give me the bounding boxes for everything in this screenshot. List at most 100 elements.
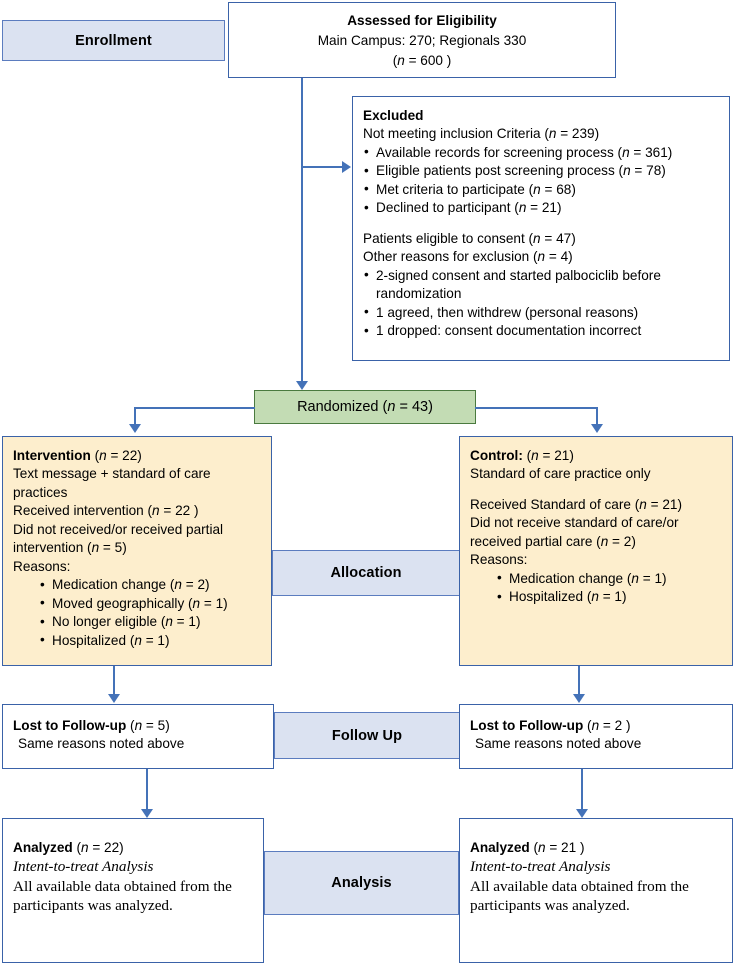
intervention-line3-b: = 5) [99,540,127,556]
bullet-text-n: n [518,200,527,216]
list-item: 2-signed consent and started palbociclib… [363,266,720,304]
reason-n: n [631,570,639,586]
intervention-line3: Did not received/or received partial int… [13,521,262,558]
excluded-box: Excluded Not meeting inclusion Criteria … [352,96,730,361]
list-item: Met criteria to participate (n = 68) [363,180,720,199]
intervention-line2-b: = 22 ) [159,503,199,519]
arrow-control-to-followup [573,694,585,703]
analysis-right-title-n: n [538,840,546,855]
intervention-heading-text: Intervention [13,448,91,463]
assessed-for-eligibility-box: Assessed for Eligibility Main Campus: 27… [228,2,616,78]
stage-label-analysis: Analysis [264,851,459,915]
list-item: 1 dropped: consent documentation incorre… [363,322,720,341]
analysis-right-title-a: ( [529,840,538,855]
excluded-line2-n: n [533,230,541,246]
assessed-n: (n = 600 ) [229,51,615,71]
reason-n: n [192,595,201,611]
assessed-n-prefix: ( [392,52,398,68]
list-item: Eligible patients post screening process… [363,162,720,181]
analysis-right-title-text: Analyzed [470,840,530,855]
connector-assessed-down [301,78,303,383]
excluded-line1-b: = 239) [556,126,600,142]
excluded-other-reasons-list: 2-signed consent and started palbociclib… [363,266,720,341]
connector-randomized-right [475,407,597,409]
followup-right-note: Same reasons noted above [475,736,642,752]
intervention-line2: Received intervention (n = 22 ) [13,502,262,520]
analysis-left-title: Analyzed (n = 22) [13,839,254,857]
list-item: No longer eligible (n = 1) [39,613,262,632]
stage-label-enrollment: Enrollment [2,20,225,61]
excluded-bullet-list: Available records for screening process … [363,143,720,218]
control-heading-n: n [531,448,539,463]
followup-left-note: Same reasons noted above [18,736,185,752]
followup-left-content: Lost to Follow-up (n = 5) Same reasons n… [3,705,273,760]
connector-intervention-to-followup [113,666,115,696]
intervention-line3-n: n [91,540,100,556]
followup-left-box: Lost to Follow-up (n = 5) Same reasons n… [2,704,274,769]
analysis-right-body: All available data obtained from the par… [470,877,689,915]
reason-a: Hospitalized ( [52,632,135,648]
randomized-label: Randomized (n = 43) [297,399,433,415]
control-heading-a: ( [522,448,532,463]
intervention-line1: Text message + standard of care practice… [13,466,211,500]
intervention-line3-a: Did not received/or received partial int… [13,521,224,556]
analysis-left-box: Analyzed (n = 22) Intent-to-treat Analys… [2,818,264,963]
followup-right-title-b: = 2 ) [599,718,631,733]
followup-left-title-n: n [134,718,143,733]
reason-n: n [165,614,173,630]
reason-b: = 1) [598,589,627,605]
randomized-box: Randomized (n = 43) [254,390,476,424]
analysis-left-title-n: n [81,840,89,855]
control-line3-a: Did not receive standard of care/or rece… [470,515,679,549]
reason-n: n [591,589,599,605]
bullet-text-a: Eligible patients post screening process… [376,163,624,179]
randomized-label-a: Randomized ( [297,399,388,415]
list-item: Available records for screening process … [363,143,720,162]
control-line2-n: n [639,496,647,512]
connector-control-to-followup [578,666,580,696]
excluded-line2-b: = 47) [540,230,576,246]
followup-right-content: Lost to Follow-up (n = 2 ) Same reasons … [460,705,732,760]
analysis-right-title-b: = 21 ) [545,840,585,855]
bullet-text-b: = 68) [540,181,576,197]
stage-label-enrollment-text: Enrollment [75,32,152,49]
followup-left-title-text: Lost to Follow-up [13,718,127,733]
analysis-right-content: Analyzed (n = 21 ) Intent-to-treat Analy… [460,819,732,922]
bullet-text-n: n [533,181,541,197]
analysis-right-box: Analyzed (n = 21 ) Intent-to-treat Analy… [459,818,733,963]
reason-a: Medication change ( [509,570,632,586]
bullet-text-a: Declined to participant ( [376,200,519,216]
intervention-content: Intervention (n = 22) Text message + sta… [3,437,271,656]
arrow-followup-left-to-analysis [141,809,153,818]
bullet-text-b: = 21) [526,200,562,216]
followup-left-title-a: ( [126,718,135,733]
excluded-line1: Not meeting inclusion Criteria (n = 239) [363,125,720,143]
connector-followup-right-to-analysis [581,769,583,811]
control-reasons-list: Medication change (n = 1) Hospitalized (… [470,569,723,607]
reason-b: = 2) [181,577,210,593]
arrow-to-randomized [296,381,308,390]
analysis-left-title-b: = 22) [88,840,124,855]
followup-left-title: Lost to Follow-up (n = 5) [13,717,264,735]
excluded-line1-a: Not meeting inclusion Criteria ( [363,126,549,142]
excluded-line1-n: n [548,126,557,142]
followup-right-title-a: ( [583,718,592,733]
control-content: Control: (n = 21) Standard of care pract… [460,437,732,613]
bullet-text-b: = 361) [629,144,673,160]
control-line3: Did not receive standard of care/or rece… [470,514,723,551]
control-line2: Received Standard of care (n = 21) [470,496,723,514]
followup-right-box: Lost to Follow-up (n = 2 ) Same reasons … [459,704,733,769]
control-line3-n: n [600,533,609,549]
list-item: 1 agreed, then withdrew (personal reason… [363,303,720,322]
spacer [470,484,723,496]
control-line2-b: = 21) [646,496,682,512]
arrow-to-control [591,424,603,433]
control-line2-a: Received Standard of care ( [470,496,640,512]
analysis-left-title-text: Analyzed [13,840,73,855]
reason-n: n [174,577,182,593]
intervention-line2-a: Received intervention ( [13,503,153,519]
reason-b: = 1) [200,595,228,611]
excluded-line2-a: Patients eligible to consent ( [363,230,534,246]
intervention-box: Intervention (n = 22) Text message + sta… [2,436,272,666]
